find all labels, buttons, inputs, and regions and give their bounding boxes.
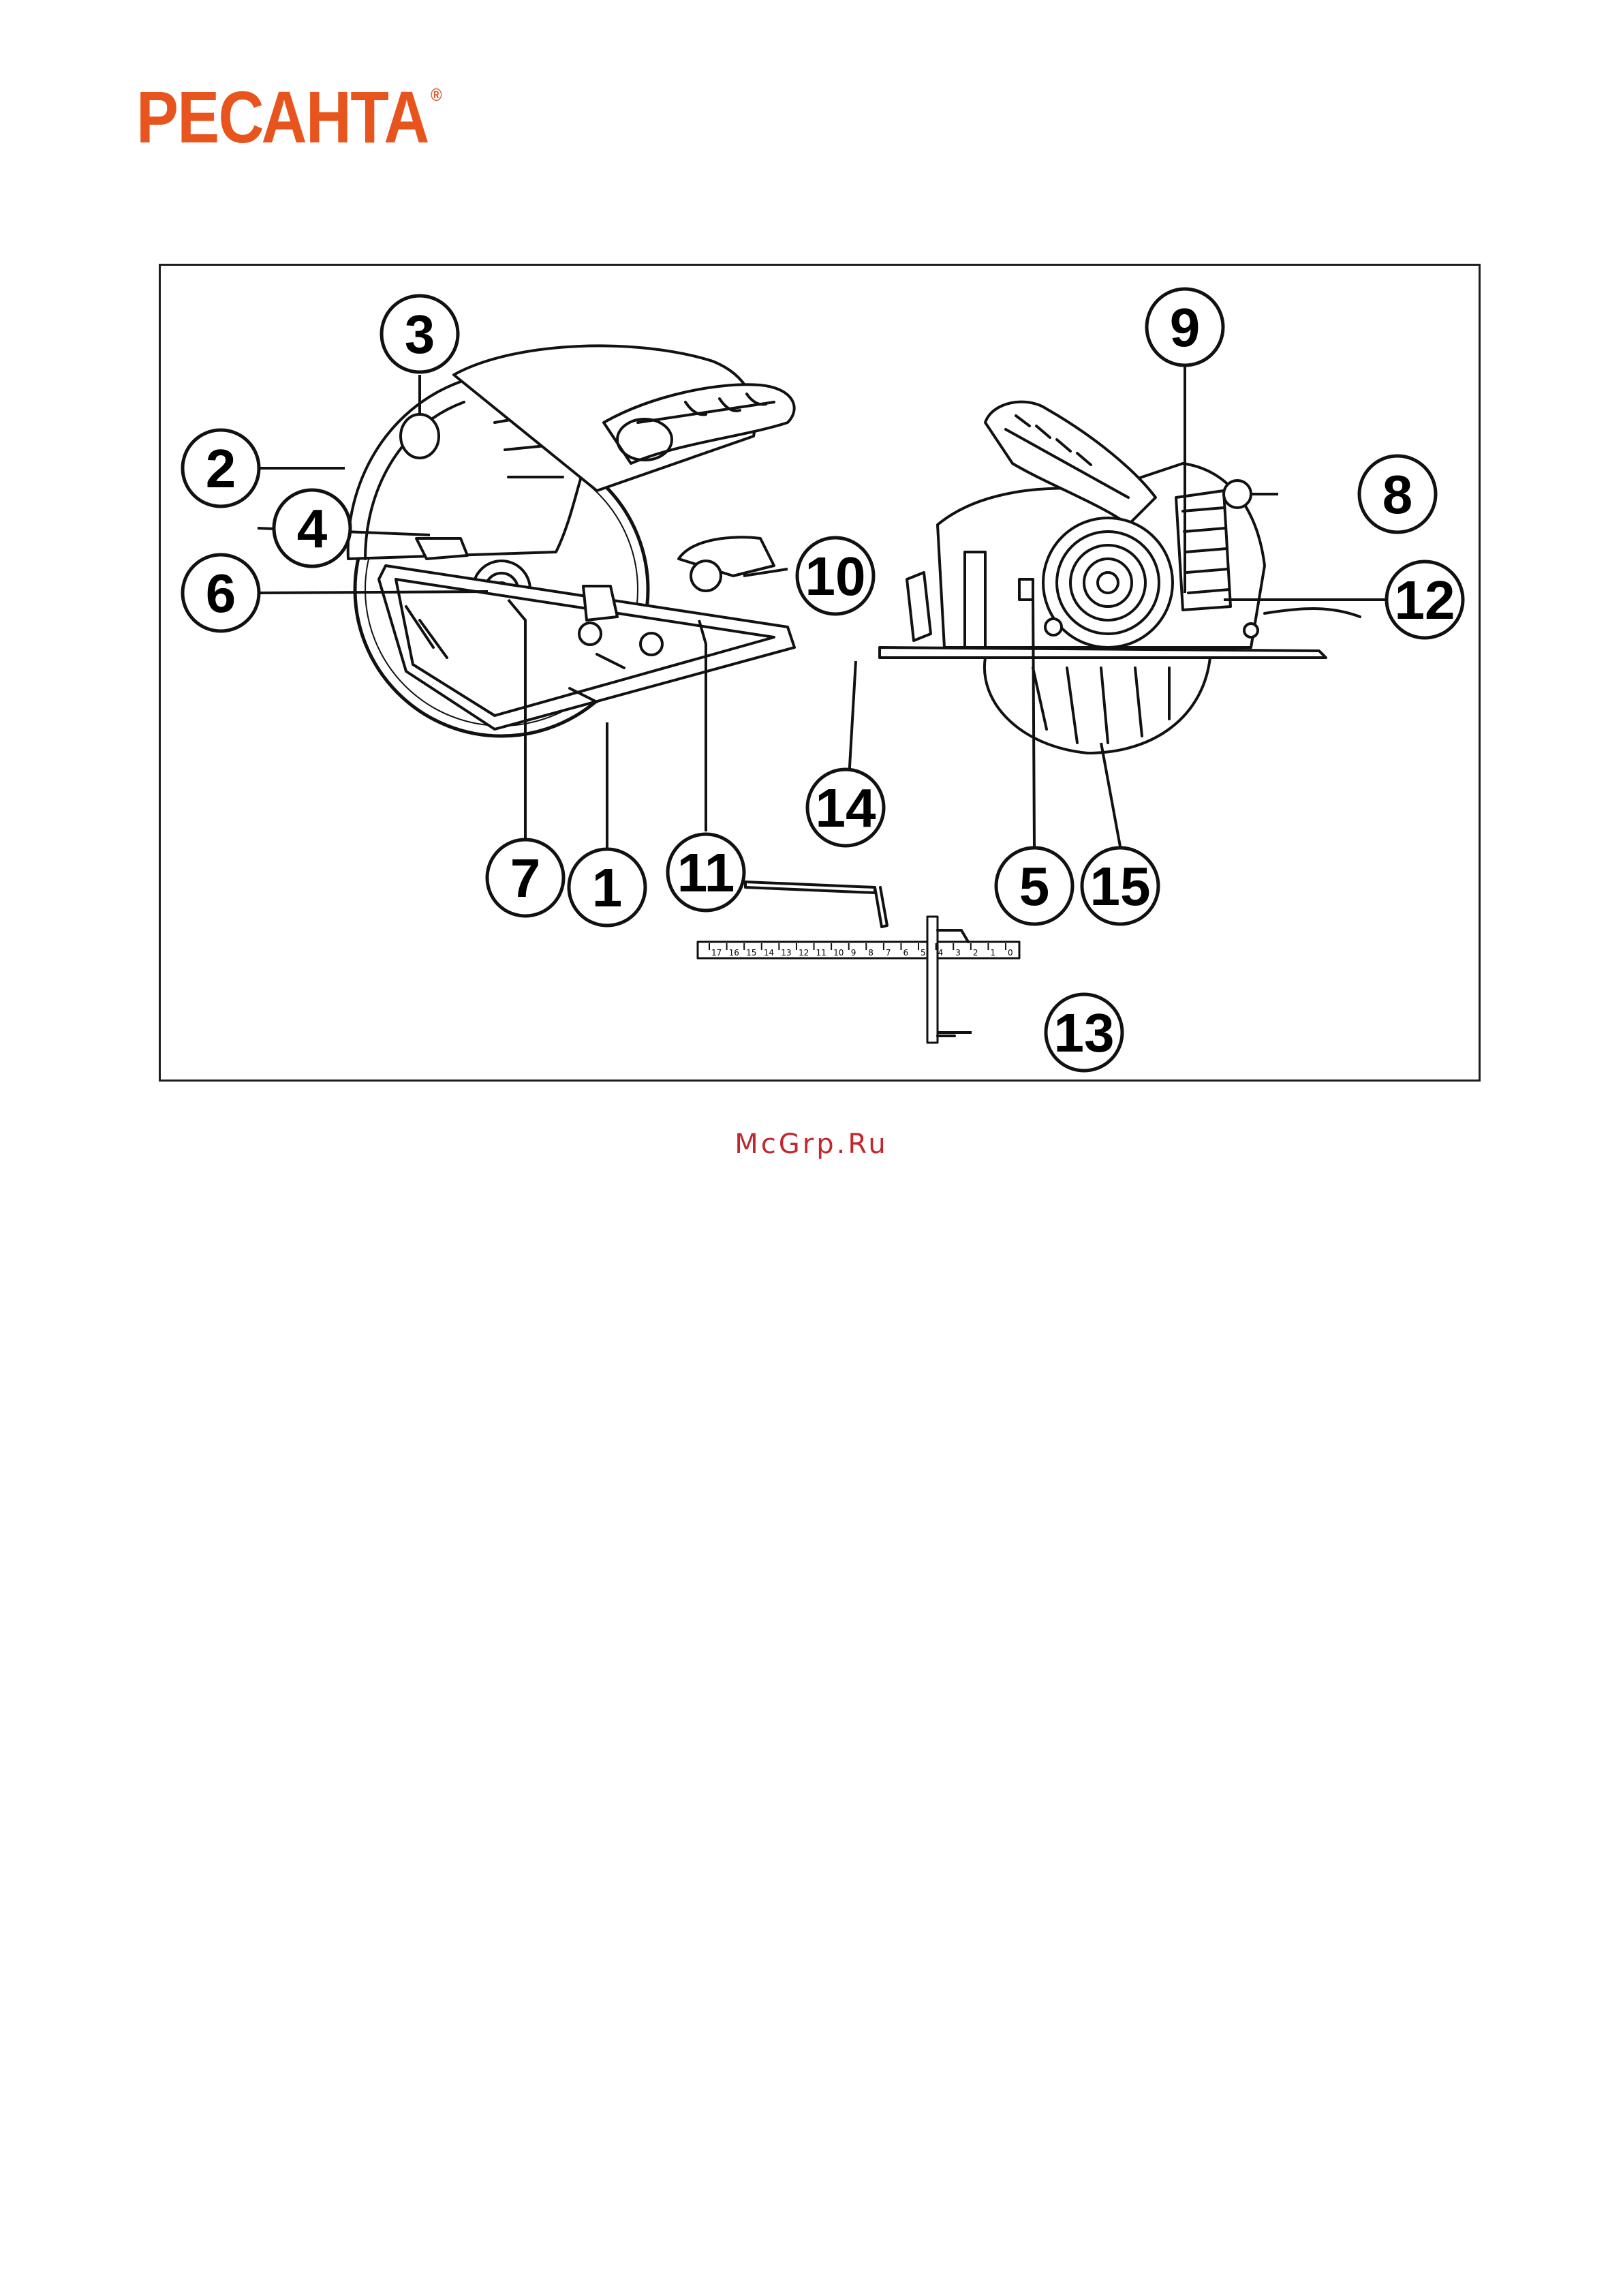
ruler-label: 13 (781, 948, 791, 958)
ruler-label: 6 (903, 948, 908, 958)
callout-number: 13 (1054, 1002, 1115, 1063)
callout-number: 10 (805, 546, 866, 607)
logo-text: РЕСАНТА (136, 76, 429, 158)
ruler-label: 15 (746, 948, 756, 958)
ruler-label: 1 (990, 948, 995, 958)
callout-13: 13 (1046, 994, 1122, 1071)
callout-14: 14 (807, 769, 884, 846)
ruler-label: 17 (711, 948, 722, 958)
callout-2: 2 (183, 430, 259, 506)
callout-number: 15 (1090, 856, 1151, 917)
callout-12: 12 (1387, 562, 1463, 638)
callout-number: 7 (510, 848, 541, 908)
callout-6: 6 (183, 555, 259, 631)
ruler-label: 14 (764, 948, 774, 958)
hex-key-shape (745, 882, 887, 927)
parallel-guide-fence (927, 917, 938, 1043)
ruler-label: 0 (1008, 948, 1013, 958)
callout-4: 4 (274, 490, 350, 566)
callout-number: 6 (206, 563, 236, 624)
ruler-label: 9 (851, 948, 856, 958)
callout-number: 8 (1382, 464, 1413, 525)
callout-8: 8 (1359, 456, 1436, 532)
callout-15: 15 (1082, 848, 1158, 924)
ruler-label: 10 (833, 948, 844, 958)
saw-left-view (348, 346, 794, 736)
ruler-label: 4 (938, 948, 944, 958)
callout-number: 1 (592, 857, 623, 918)
ruler-label: 11 (816, 948, 826, 958)
resanta-logo: РЕСАНТА® (136, 80, 441, 154)
registered-mark: ® (431, 85, 441, 105)
ruler-label: 3 (955, 948, 961, 958)
callout-3: 3 (382, 296, 458, 372)
callout-number: 14 (816, 778, 876, 838)
ruler-label: 7 (886, 948, 891, 958)
callout-11: 11 (668, 834, 744, 910)
ruler-label: 2 (973, 948, 978, 958)
watermark-text: McGrp.Ru (0, 1129, 1623, 1160)
callout-5: 5 (996, 848, 1072, 924)
callout-number: 5 (1019, 856, 1050, 917)
callout-number: 4 (297, 498, 328, 559)
callout-number: 2 (206, 438, 236, 499)
callout-9: 9 (1147, 289, 1223, 365)
ruler-label: 12 (799, 948, 809, 958)
callout-number: 3 (405, 304, 435, 365)
saw-right-view (880, 402, 1360, 753)
callout-7: 7 (487, 840, 563, 916)
callout-1: 1 (569, 849, 645, 925)
ruler-label: 5 (921, 948, 926, 958)
ruler-label: 16 (729, 948, 739, 958)
callout-10: 10 (797, 538, 874, 614)
callout-number: 9 (1170, 297, 1201, 358)
callout-number: 12 (1395, 570, 1455, 630)
callout-number: 11 (677, 842, 735, 903)
ruler-label: 8 (868, 948, 874, 958)
